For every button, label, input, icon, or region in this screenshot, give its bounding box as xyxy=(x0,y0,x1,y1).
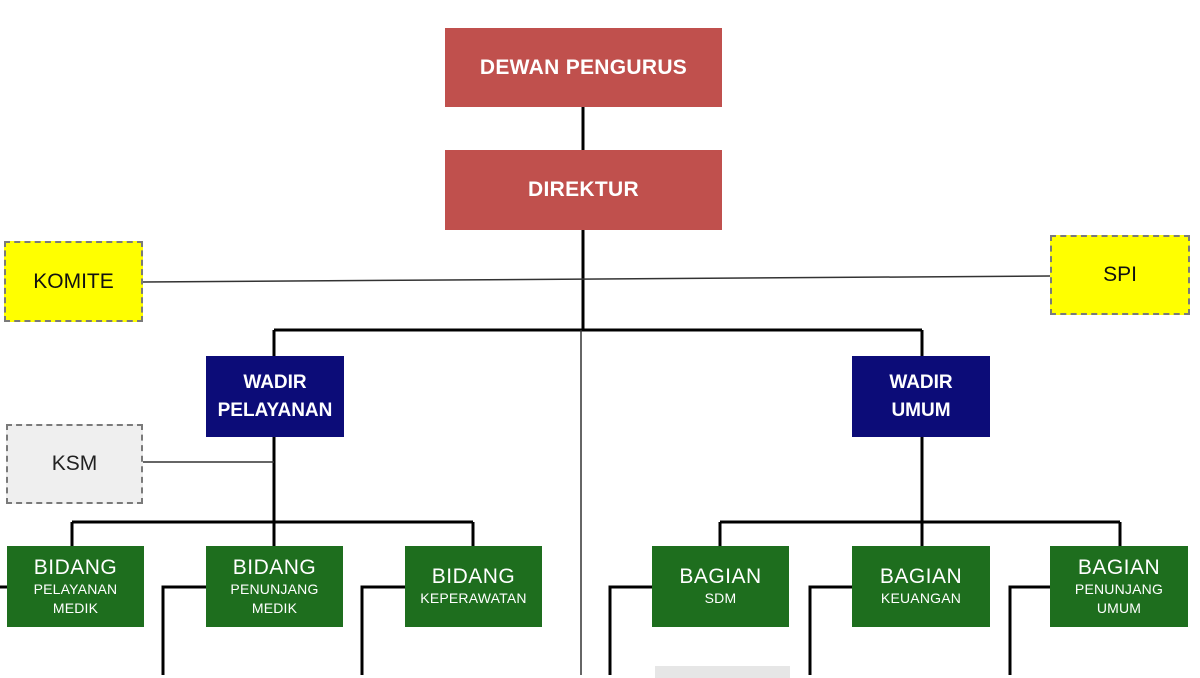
wadir-umum-line1: WADIR xyxy=(889,371,953,393)
komite-box: KOMITE xyxy=(4,241,143,322)
ksm-label: KSM xyxy=(51,452,98,475)
bagian-keuangan-box: BAGIAN KEUANGAN xyxy=(852,546,990,627)
ksm-box: KSM xyxy=(6,424,143,504)
wadir-pelayanan-box: WADIR PELAYANAN xyxy=(206,356,344,437)
bagian-penunjang-umum-line3: UMUM xyxy=(1096,599,1142,616)
bidang-penunjang-medik-box: BIDANG PENUNJANG MEDIK xyxy=(206,546,343,627)
wadir-pelayanan-line1: WADIR xyxy=(243,371,307,393)
wadir-umum-line2: UMUM xyxy=(891,399,951,421)
bagian-penunjang-umum-line2: PENUNJANG xyxy=(1074,580,1164,597)
cropped-box-edge xyxy=(655,666,790,678)
bidang-pelayanan-medik-line2: PELAYANAN xyxy=(33,580,118,597)
dewan-pengurus-box: DEWAN PENGURUS xyxy=(445,28,722,107)
bidang-pelayanan-medik-line1: BIDANG xyxy=(33,555,118,579)
bidang-pelayanan-medik-box: BIDANG PELAYANAN MEDIK xyxy=(7,546,144,627)
bidang-penunjang-medik-line2: PENUNJANG xyxy=(230,580,319,597)
bidang-penunjang-medik-line3: MEDIK xyxy=(251,599,298,616)
direktur-label: DIREKTUR xyxy=(528,178,639,201)
bagian-keuangan-line1: BAGIAN xyxy=(879,565,963,588)
direktur-box: DIREKTUR xyxy=(445,150,722,230)
spi-box: SPI xyxy=(1050,235,1190,315)
bagian-sdm-line1: BAGIAN xyxy=(679,565,762,588)
dewan-pengurus-label: DEWAN PENGURUS xyxy=(479,55,688,79)
spi-label: SPI xyxy=(1103,263,1137,286)
bagian-sdm-line2: SDM xyxy=(704,590,737,606)
bagian-penunjang-umum-box: BAGIAN PENUNJANG UMUM xyxy=(1050,546,1188,627)
bidang-pelayanan-medik-line3: MEDIK xyxy=(52,599,99,616)
bidang-penunjang-medik-line1: BIDANG xyxy=(232,555,317,579)
bagian-keuangan-line2: KEUANGAN xyxy=(880,590,962,606)
wadir-pelayanan-line2: PELAYANAN xyxy=(217,399,333,421)
bidang-keperawatan-line1: BIDANG xyxy=(431,565,516,588)
bagian-penunjang-umum-line1: BAGIAN xyxy=(1077,555,1161,579)
bidang-keperawatan-box: BIDANG KEPERAWATAN xyxy=(405,546,542,627)
komite-label: KOMITE xyxy=(33,269,114,293)
bidang-keperawatan-line2: KEPERAWATAN xyxy=(420,590,527,606)
wadir-umum-box: WADIR UMUM xyxy=(852,356,990,437)
bagian-sdm-box: BAGIAN SDM xyxy=(652,546,789,627)
